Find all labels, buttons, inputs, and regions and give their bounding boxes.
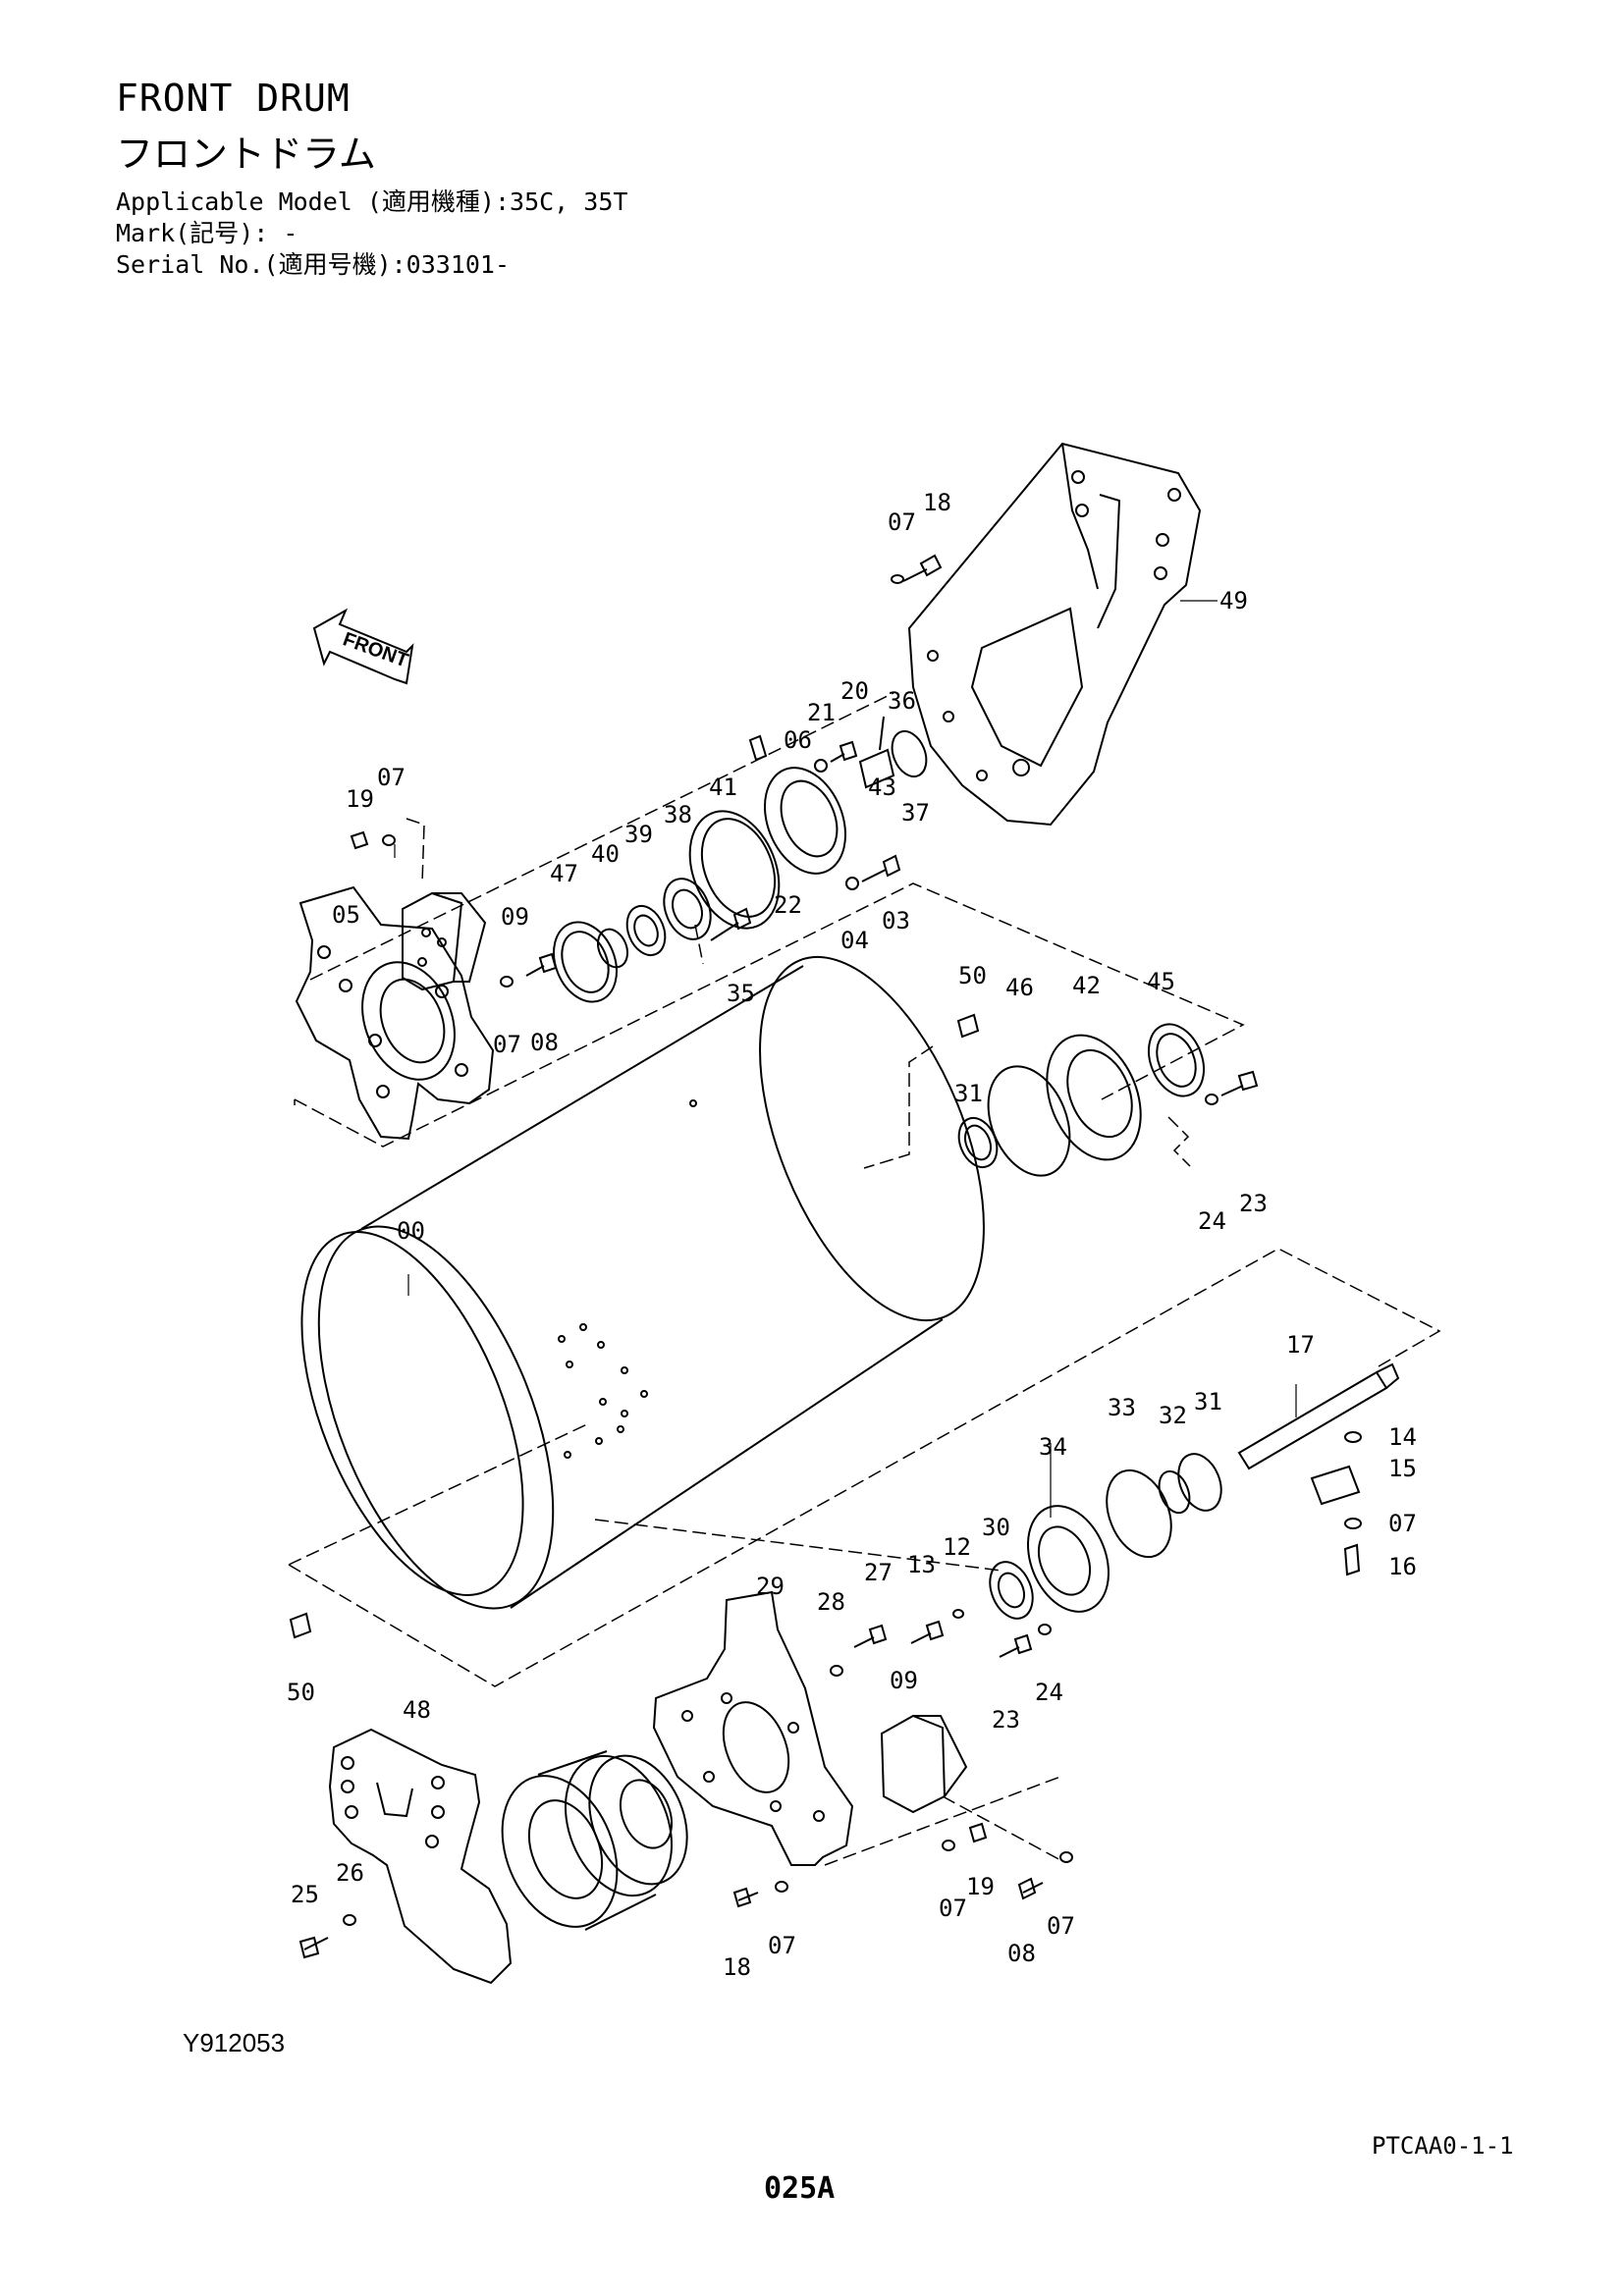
callout-07-e: 07	[939, 1895, 967, 1922]
bearing-bracket-lower	[880, 1714, 968, 1814]
callout-07-f: 07	[768, 1932, 796, 1959]
callout-48: 48	[403, 1696, 431, 1724]
drawing-id: Y912053	[183, 2028, 286, 2057]
upper-frame-bracket	[907, 442, 1202, 827]
applicable-model: Applicable Model (適用機種):35C, 35T	[116, 187, 628, 216]
callout-18-a: 18	[923, 489, 951, 516]
front-direction-arrow: FRONT	[312, 608, 414, 685]
lower-frame-bracket	[328, 1728, 513, 1985]
bearing-stack-upper	[553, 716, 928, 1003]
callout-50-a: 50	[958, 962, 987, 989]
callout-43: 43	[868, 774, 896, 801]
callout-20: 20	[840, 677, 869, 705]
callout-26: 26	[336, 1859, 364, 1887]
callout-25: 25	[291, 1881, 319, 1908]
callout-35: 35	[727, 980, 755, 1007]
mark: Mark(記号): -	[116, 219, 298, 247]
callout-39: 39	[624, 821, 653, 848]
callout-49: 49	[1219, 587, 1248, 614]
page-title: FRONT DRUM	[116, 77, 351, 120]
callout-28: 28	[817, 1588, 845, 1616]
callout-03: 03	[882, 907, 910, 934]
callout-15: 15	[1388, 1455, 1417, 1482]
callout-31-b: 31	[1194, 1388, 1222, 1415]
callout-47: 47	[550, 860, 578, 887]
callout-08-a: 08	[530, 1029, 559, 1056]
callout-42: 42	[1072, 972, 1101, 999]
callout-32: 32	[1159, 1402, 1187, 1429]
callout-34: 34	[1039, 1433, 1067, 1461]
callout-06: 06	[784, 726, 812, 754]
callout-19-a: 19	[346, 785, 374, 813]
callout-00: 00	[397, 1217, 425, 1245]
hub-flange	[957, 1023, 1205, 1177]
callout-17: 17	[1286, 1331, 1315, 1359]
callout-18-b: 18	[723, 1953, 751, 1981]
callout-07-d: 07	[1388, 1510, 1417, 1537]
callout-09-a: 09	[501, 903, 529, 931]
callout-23-b: 23	[992, 1706, 1020, 1734]
callout-33: 33	[1108, 1394, 1136, 1421]
callout-45: 45	[1147, 968, 1175, 995]
axle-shaft	[1237, 1362, 1400, 1576]
callout-labels: 07 18 49 06 21 20 36 43 37 41 22 04 03 3…	[287, 489, 1417, 1981]
callout-50-b: 50	[287, 1679, 315, 1706]
callout-23-a: 23	[1239, 1190, 1268, 1217]
callout-36: 36	[888, 687, 916, 715]
callout-13: 13	[907, 1551, 936, 1578]
callout-07-g: 07	[1047, 1912, 1075, 1940]
callout-29: 29	[756, 1573, 785, 1600]
callout-14: 14	[1388, 1423, 1417, 1451]
callout-31-a: 31	[954, 1080, 983, 1107]
left-mounting-plate	[295, 885, 495, 1141]
callout-46: 46	[1005, 974, 1034, 1001]
callout-22: 22	[774, 891, 802, 919]
callout-07-c: 07	[493, 1031, 521, 1058]
callout-24-a: 24	[1198, 1207, 1226, 1235]
serial-number: Serial No.(適用号機):033101-	[116, 250, 511, 279]
callout-19-b: 19	[966, 1873, 995, 1900]
callout-07-b: 07	[377, 764, 406, 791]
drive-motor	[501, 1750, 688, 1931]
callout-leaders	[394, 600, 1297, 1518]
callout-12: 12	[943, 1533, 971, 1561]
page-title-japanese: フロントドラム	[116, 133, 376, 176]
callout-21: 21	[807, 699, 836, 726]
callout-40: 40	[591, 840, 620, 868]
callout-04: 04	[840, 927, 869, 954]
callout-30: 30	[982, 1514, 1010, 1541]
callout-08-b: 08	[1007, 1940, 1036, 1967]
fasteners	[289, 554, 1259, 1959]
callout-37: 37	[901, 799, 930, 827]
bearing-stack-lower	[989, 1453, 1222, 1620]
bearing-bracket-upper	[402, 891, 487, 991]
callout-07-a: 07	[888, 508, 916, 536]
callout-41: 41	[709, 774, 737, 801]
callout-16: 16	[1388, 1553, 1417, 1580]
catalog-id: PTCAA0-1-1	[1372, 2132, 1514, 2160]
drum-shell	[300, 955, 985, 1610]
assembly-leader-lines	[288, 692, 1441, 1866]
page-number: 025A	[764, 2171, 836, 2206]
callout-24-b: 24	[1035, 1679, 1063, 1706]
callout-27: 27	[864, 1559, 893, 1586]
callout-09-b: 09	[890, 1667, 918, 1694]
callout-38: 38	[664, 801, 692, 828]
lower-mounting-plate	[652, 1590, 854, 1866]
callout-05: 05	[332, 901, 360, 929]
